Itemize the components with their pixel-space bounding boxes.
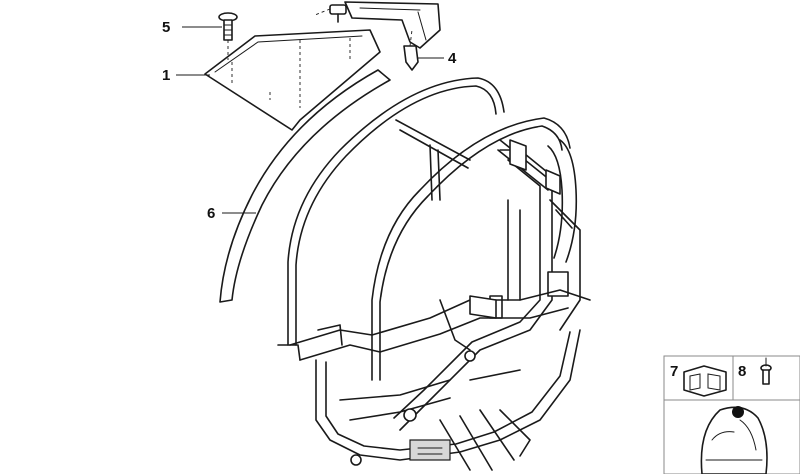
frame-brackets (439, 139, 578, 351)
scooter-location-icon (700, 406, 768, 474)
inset-part-number: 8 (738, 363, 746, 380)
frame-base (277, 289, 591, 471)
part-number-label: 5 (162, 19, 170, 36)
screw-top (314, 4, 347, 23)
inset-box: 7 8 (663, 355, 800, 474)
rear-trim-panel (204, 29, 381, 131)
part-number-label: 1 (162, 67, 170, 84)
part-number-label: 4 (448, 50, 457, 67)
curved-trim-strip (219, 69, 391, 303)
part-number-label: 6 (207, 205, 215, 222)
inset-part-number: 7 (670, 363, 678, 380)
rivet-icon (760, 357, 772, 385)
clip-part-4 (403, 29, 419, 71)
frame-roll-bar (287, 77, 571, 381)
double-clip-icon (683, 365, 727, 397)
cover-piece (344, 1, 441, 49)
bolt-part-5 (218, 12, 238, 60)
